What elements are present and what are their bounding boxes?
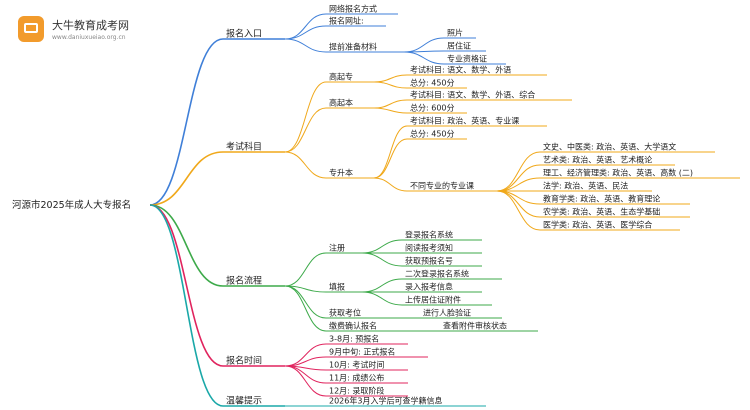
node-b3c1c: 获取预报名号 — [405, 256, 453, 266]
node-b4c1: 3-8月: 预报名 — [329, 334, 379, 344]
connector-b4c1 — [284, 343, 327, 367]
connector-b3 — [149, 204, 224, 287]
node-b3c2b: 录入报考信息 — [405, 282, 453, 292]
node-b2c3c7: 医学类: 政治、英语、医学综合 — [543, 220, 652, 230]
node-b2c3b: 总分: 450分 — [410, 129, 455, 139]
connector-b1c3 — [284, 38, 327, 53]
node-b2c1a: 考试科目: 语文、数学、外语 — [410, 65, 511, 75]
node-b4: 报名时间 — [226, 355, 262, 367]
site-logo: 大牛教育成考网 www.daniuxueiao.org.cn — [14, 12, 134, 46]
node-b2c3c6: 农学类: 政治、英语、生态学基础 — [543, 207, 660, 217]
node-b3: 报名流程 — [226, 275, 262, 287]
node-b5c1: 2026年3月入学后可查学籍信息 — [329, 396, 442, 406]
connector-b2c3c — [373, 177, 408, 192]
logo-title: 大牛教育成考网 — [52, 19, 129, 32]
node-b3c3a: 进行人脸验证 — [423, 308, 471, 318]
connector-b3c4 — [284, 285, 327, 332]
node-b1c1: 网络报名方式 — [329, 4, 377, 14]
connector-b2c2 — [284, 107, 327, 153]
connector-b2c2a — [373, 99, 408, 109]
node-b4c3: 10月: 考试时间 — [329, 360, 384, 370]
connector-b4c5 — [284, 365, 327, 397]
logo-url: www.daniuxueiao.org.cn — [52, 34, 126, 41]
connector-b2c1b — [373, 81, 408, 89]
node-b2c2b: 总分: 600分 — [410, 103, 455, 113]
node-b3c3: 获取考位 — [329, 308, 361, 318]
connector-b1c2 — [284, 25, 327, 40]
node-b1c2: 报名网址: — [329, 16, 364, 26]
book-icon — [18, 16, 44, 42]
node-b4c2: 9月中旬: 正式报名 — [329, 347, 395, 357]
connector-b2c2b — [373, 107, 408, 114]
connector-b3c2a — [361, 278, 403, 293]
connector-b2c3c3 — [496, 177, 541, 192]
node-b1c3c: 专业资格证 — [447, 54, 487, 64]
node-b2c3c1: 文史、中医类: 政治、英语、大学语文 — [543, 142, 676, 152]
node-b3c2c: 上传居住证附件 — [405, 295, 461, 305]
connector-b2c3c7 — [496, 190, 541, 231]
mindmap-root: 河源市2025年成人大专报名 — [12, 199, 131, 211]
node-b2c1b: 总分: 450分 — [410, 78, 455, 88]
connector-b3c2c — [361, 291, 403, 306]
node-b3c1a: 登录报名系统 — [405, 230, 453, 240]
connector-b2 — [149, 151, 224, 206]
node-b2c1: 高起专 — [329, 72, 353, 82]
node-b2c3a: 考试科目: 政治、英语、专业课 — [410, 116, 519, 126]
connector-b2c1 — [284, 81, 327, 153]
connector-b4 — [149, 204, 224, 367]
node-b2c3c4: 法学: 政治、英语、民法 — [543, 181, 628, 191]
connector-b3c1a — [361, 239, 403, 254]
node-b3c2: 填报 — [329, 282, 345, 292]
node-b1: 报名入口 — [226, 28, 262, 40]
mindmap-links — [149, 13, 740, 407]
connector-b3c3 — [284, 285, 327, 319]
connector-b2c3c1 — [496, 151, 541, 192]
node-b2c2a: 考试科目: 语文、数学、外语、综合 — [410, 90, 535, 100]
connector-b2c3b — [373, 138, 408, 179]
node-b2: 考试科目 — [226, 141, 262, 153]
node-b1c3: 提前准备材料 — [329, 42, 377, 52]
node-b3c4: 缴费确认报名 — [329, 321, 377, 331]
node-b3c4a: 查看附件审核状态 — [443, 321, 507, 331]
connector-b3c1 — [284, 252, 327, 287]
node-b2c3c5: 教育学类: 政治、英语、教育理论 — [543, 194, 660, 204]
node-b4c5: 12月: 录取阶段 — [329, 386, 384, 396]
node-b5: 温馨提示 — [226, 395, 262, 407]
connector-b1c3c — [403, 51, 445, 65]
node-b1c3b: 居住证 — [447, 41, 471, 51]
connector-b1c3a — [403, 37, 445, 53]
node-b3c2a: 二次登录报名系统 — [405, 269, 469, 279]
node-b4c4: 11月: 成绩公布 — [329, 373, 384, 383]
node-b1c3a: 照片 — [447, 28, 463, 38]
node-b2c3: 专升本 — [329, 168, 353, 178]
connector-b5 — [149, 204, 224, 407]
connector-b1 — [149, 38, 224, 206]
node-b3c1: 注册 — [329, 243, 345, 253]
connector-b3c1c — [361, 252, 403, 267]
node-b3c1b: 阅读报考须知 — [405, 243, 453, 253]
connector-b2c1a — [373, 74, 408, 83]
connector-b2c3a — [373, 125, 408, 179]
connector-b2c3 — [284, 151, 327, 179]
node-b2c2: 高起本 — [329, 98, 353, 108]
node-b2c3c2: 艺术类: 政治、英语、艺术概论 — [543, 155, 652, 165]
connector-b4c2 — [284, 356, 327, 367]
node-b2c3c3: 理工、经济管理类: 政治、英语、高数 (二) — [543, 168, 693, 178]
connector-b2c3c5 — [496, 190, 541, 205]
node-b2c3c: 不同专业的专业课 — [410, 181, 474, 191]
